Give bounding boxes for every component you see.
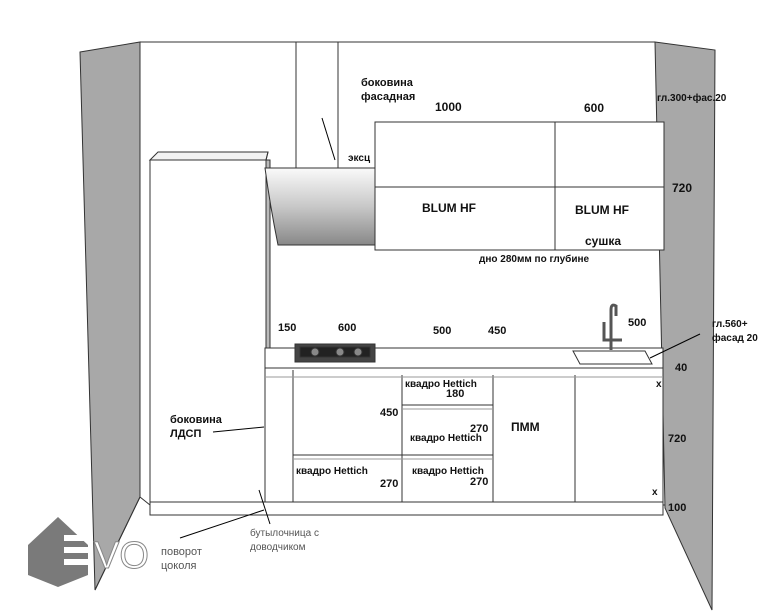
drawer-bottom-label: квадро Hettich <box>412 466 484 477</box>
drawer-270-left: 270 <box>380 478 399 490</box>
width-450: 450 <box>488 325 507 337</box>
countertop-thickness: 40 <box>675 362 688 374</box>
width-500: 500 <box>433 325 452 337</box>
sink <box>572 350 653 365</box>
drawer-mid-label: квадро Hettich <box>410 433 482 444</box>
dishwasher-label: ПММ <box>511 420 540 434</box>
upper-cabinet-600 <box>554 121 665 251</box>
plinth <box>149 501 664 516</box>
upper-height-label: 720 <box>672 181 693 195</box>
drawer-270-mid: 270 <box>470 423 489 435</box>
drawer-left-label: квадро Hettich <box>296 466 368 477</box>
drawer-top-label: квадро Hettich <box>405 379 477 390</box>
dryer-label: сушка <box>585 234 622 248</box>
tall-cabinet <box>149 159 267 506</box>
upper-cabinet-1000 <box>374 121 556 251</box>
x-mark-2: x <box>652 487 658 498</box>
plinth-height-label: 100 <box>668 502 687 514</box>
drawer-180: 180 <box>446 388 465 400</box>
blum-hf-2: BLUM HF <box>575 203 629 217</box>
svg-text:VO: VO <box>94 535 149 577</box>
base-depth-label: гл.560+фасад 20 <box>712 319 758 344</box>
width-500-sink: 500 <box>628 317 647 329</box>
x-mark-1: x <box>656 379 662 390</box>
base-height-label: 720 <box>668 433 687 445</box>
door-450: 450 <box>380 407 399 419</box>
blum-hf-1: BLUM HF <box>422 201 476 215</box>
hood <box>264 167 376 246</box>
faucet <box>602 303 622 350</box>
bottom-depth-label: дно 280мм по глубине <box>479 254 590 265</box>
upper-depth-label: гл.300+фас.20 <box>657 93 727 104</box>
upper-width-600: 600 <box>584 101 605 115</box>
width-150: 150 <box>278 322 297 334</box>
drawer-270-bottom: 270 <box>470 476 489 488</box>
width-600: 600 <box>338 322 357 334</box>
exsc-label: эксц <box>348 153 371 164</box>
evo-logo: VO <box>28 517 149 587</box>
left-wall <box>79 41 141 591</box>
upper-width-1000: 1000 <box>435 100 462 114</box>
